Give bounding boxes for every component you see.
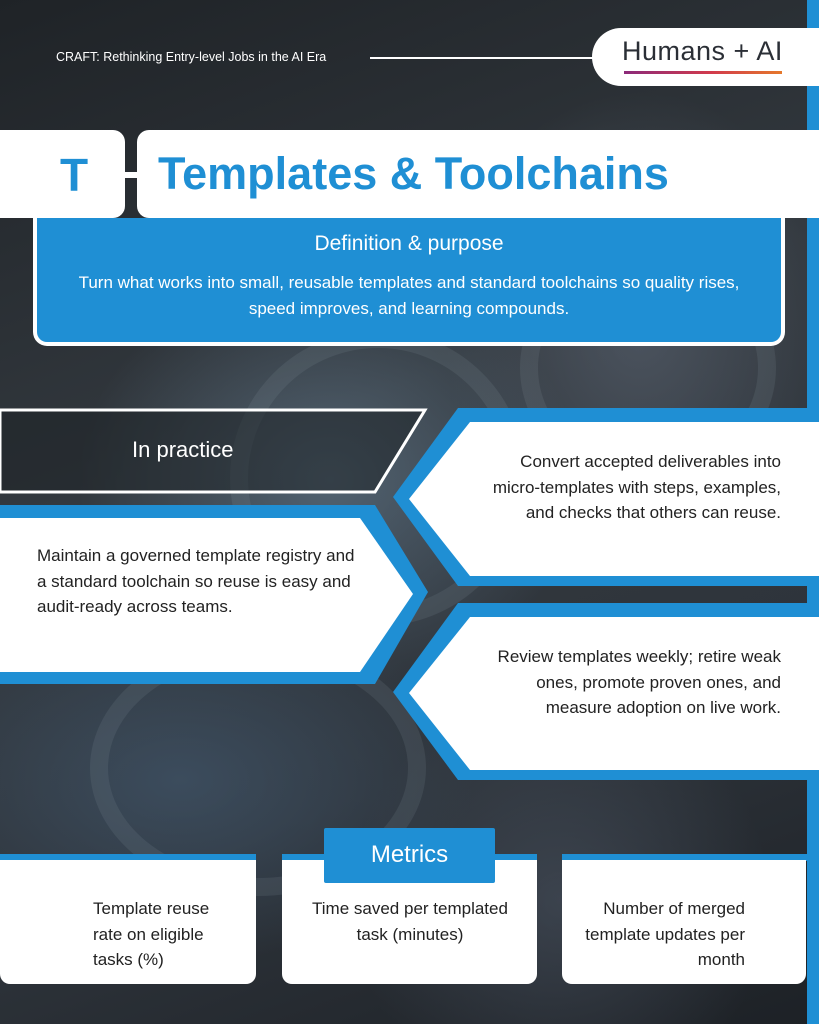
title-box (137, 130, 819, 218)
brand-logo-text: Humans + AI (622, 36, 783, 66)
metric-item-3: Number of merged template updates per mo… (585, 899, 745, 969)
section-letter: T (60, 149, 89, 201)
practice-item-2: Maintain a governed template registry an… (37, 546, 355, 616)
metric-card-1-stripe (0, 854, 256, 861)
metric-card-3-stripe (562, 854, 819, 861)
metric-card-3 (562, 860, 806, 984)
practice-card-1 (409, 422, 819, 576)
definition-box (33, 218, 785, 346)
metrics-heading: Metrics (370, 841, 449, 868)
practice-card-2 (0, 518, 413, 672)
series-subtitle: CRAFT: Rethinking Entry-level Jobs in th… (56, 50, 327, 64)
practice-item-3: Review templates weekly; retire weak one… (497, 647, 781, 717)
metric-item-1: Template reuse rate on eligible tasks (%… (93, 899, 210, 969)
metrics-label-box (324, 828, 495, 883)
subtitle-divider (370, 57, 605, 59)
definition-body: Turn what works into small, reusable tem… (78, 273, 740, 318)
metric-item-2: Time saved per templated task (minutes) (312, 899, 508, 944)
practice-item-1: Convert accepted deliverables into micro… (492, 452, 781, 522)
practice-cards (0, 408, 819, 780)
letter-box (0, 130, 125, 218)
page-title: Templates & Toolchains (158, 148, 669, 199)
in-practice-heading: In practice (132, 437, 234, 462)
title-connector (122, 172, 140, 178)
metric-card-1 (0, 860, 256, 984)
in-practice-label-shape (0, 408, 428, 494)
brand-logo-underline (624, 71, 782, 74)
definition-heading: Definition & purpose (314, 232, 504, 255)
brand-pill (592, 28, 819, 86)
practice-card-3 (409, 617, 819, 770)
